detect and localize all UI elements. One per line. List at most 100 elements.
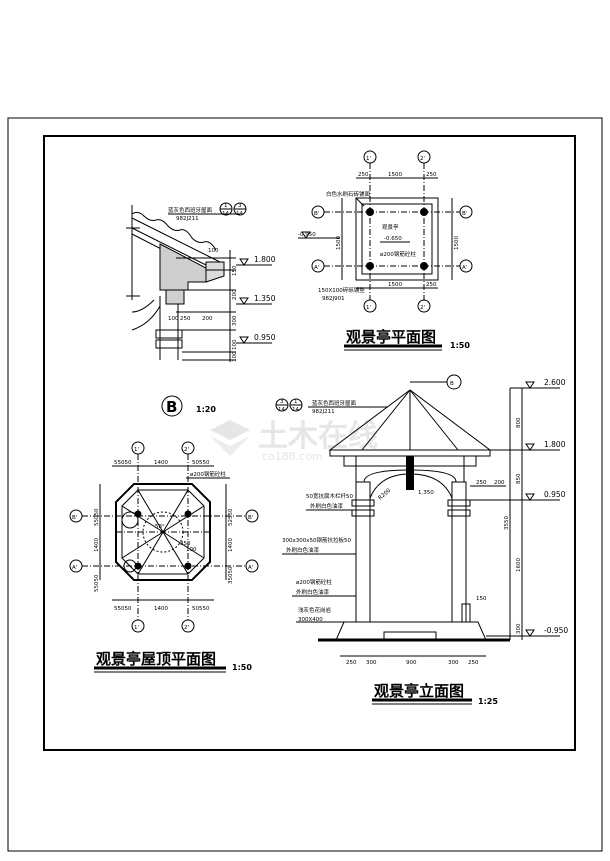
column-dot — [366, 262, 374, 270]
svg-text:3: 3 — [238, 203, 242, 209]
svg-text:50宽抗腐木栏杆50: 50宽抗腐木栏杆50 — [306, 492, 353, 500]
svg-text:1: 1 — [294, 399, 298, 405]
elevation-title: 观景亭立面图 — [374, 682, 464, 700]
svg-text:14: 14 — [292, 407, 299, 413]
svg-text:2': 2' — [420, 156, 425, 162]
svg-text:200: 200 — [202, 316, 213, 322]
svg-text:1.800: 1.800 — [254, 255, 276, 264]
axis-marker — [417, 299, 431, 313]
axis-marker — [245, 509, 259, 523]
roof-plan-title: 观景亭屋顶平面图 — [96, 650, 216, 668]
svg-text:1': 1' — [134, 447, 139, 453]
svg-text:1400: 1400 — [154, 606, 168, 612]
svg-text:55050: 55050 — [114, 606, 132, 612]
section-level-3: 0.950 — [236, 333, 276, 344]
svg-text:100: 100 — [168, 316, 179, 322]
svg-text:50550: 50550 — [192, 460, 210, 466]
svg-text:55050: 55050 — [114, 460, 132, 466]
svg-text:1500: 1500 — [454, 236, 460, 250]
svg-text:200: 200 — [232, 289, 238, 300]
svg-text:250: 250 — [468, 660, 479, 666]
axis-marker — [363, 299, 377, 313]
watermark-sub: co188.com — [262, 450, 323, 463]
svg-text:0.950: 0.950 — [544, 490, 566, 499]
svg-text:B': B' — [72, 515, 77, 521]
section-label-circle — [161, 395, 183, 417]
section-scale: 1:20 — [196, 405, 216, 414]
axis-marker — [245, 559, 259, 573]
axis-marker — [181, 619, 195, 633]
svg-text:350: 350 — [180, 541, 191, 547]
svg-text:50550: 50550 — [192, 606, 210, 612]
svg-text:982J211: 982J211 — [312, 409, 335, 415]
svg-text:A': A' — [248, 565, 253, 571]
svg-text:300: 300 — [366, 660, 377, 666]
svg-text:外刷白色油漆: 外刷白色油漆 — [310, 502, 344, 510]
svg-text:观景亭: 观景亭 — [382, 223, 399, 231]
svg-text:100: 100 — [208, 248, 219, 254]
svg-text:100: 100 — [232, 339, 238, 350]
pavilion-elevation: B 2.600 1.800 0.950 — [275, 374, 568, 706]
svg-text:800: 800 — [516, 417, 522, 428]
svg-text:A': A' — [314, 265, 319, 271]
svg-text:52550: 52550 — [228, 508, 234, 526]
svg-text:200: 200 — [494, 480, 505, 486]
svg-text:B': B' — [462, 211, 467, 217]
section-detail: 1.800 1.350 0.950 100 150 200 250 200 10… — [126, 202, 276, 417]
svg-text:14: 14 — [236, 211, 243, 217]
section-note: 蓝灰色西班牙屋面 — [168, 206, 213, 214]
svg-text:2.600: 2.600 — [544, 378, 566, 387]
svg-text:14: 14 — [222, 211, 229, 217]
svg-text:R200: R200 — [377, 487, 392, 501]
svg-text:-0.650: -0.650 — [384, 236, 402, 242]
svg-text:B': B' — [314, 211, 319, 217]
svg-text:1500: 1500 — [388, 172, 402, 178]
section-label: B — [166, 398, 177, 416]
svg-text:300: 300 — [448, 660, 459, 666]
svg-text:1400: 1400 — [228, 538, 234, 552]
svg-text:1.800: 1.800 — [544, 440, 566, 449]
svg-text:1500: 1500 — [388, 282, 402, 288]
roof-octagon — [115, 483, 211, 581]
elevation-column-right — [451, 481, 467, 623]
svg-text:1': 1' — [366, 156, 371, 162]
svg-text:外刷白色油漆: 外刷白色油漆 — [286, 546, 320, 554]
svg-text:B': B' — [248, 515, 253, 521]
svg-text:外刷白色油漆: 外刷白色油漆 — [296, 588, 330, 596]
svg-text:ø200钢筋砼柱: ø200钢筋砼柱 — [380, 250, 416, 258]
column-dot — [366, 208, 374, 216]
svg-text:150X100碎砾铺垫: 150X100碎砾铺垫 — [318, 286, 365, 294]
svg-text:35050: 35050 — [228, 566, 234, 584]
svg-text:-0.950: -0.950 — [544, 626, 568, 635]
svg-text:250: 250 — [346, 660, 357, 666]
svg-text:2': 2' — [184, 625, 189, 631]
svg-text:2': 2' — [420, 305, 425, 311]
plan-outline — [355, 197, 439, 281]
svg-text:1.350: 1.350 — [418, 490, 434, 496]
svg-text:900: 900 — [406, 660, 417, 666]
svg-text:A': A' — [462, 265, 467, 271]
svg-text:250: 250 — [358, 172, 369, 178]
svg-text:250: 250 — [180, 316, 191, 322]
svg-text:3: 3 — [280, 399, 284, 405]
svg-text:250: 250 — [426, 172, 437, 178]
section-note-2: 982J211 — [176, 216, 199, 222]
watermark: 土木在线 co188.com — [210, 419, 378, 463]
section-level-1: 1.800 — [236, 255, 276, 266]
svg-text:1400: 1400 — [154, 460, 168, 466]
svg-text:55050: 55050 — [94, 574, 100, 592]
svg-text:300X400: 300X400 — [298, 617, 323, 623]
elevation-column-left — [355, 481, 371, 623]
svg-text:250: 250 — [476, 480, 487, 486]
inner-frame — [43, 135, 576, 751]
axis-marker — [131, 619, 145, 633]
roof-plan-scale: 1:50 — [232, 663, 252, 672]
svg-text:14: 14 — [278, 407, 285, 413]
svg-text:100: 100 — [232, 351, 238, 362]
svg-text:蓝灰色西班牙屋面: 蓝灰色西班牙屋面 — [312, 399, 357, 407]
svg-text:B: B — [450, 381, 454, 387]
column-dot — [420, 208, 428, 216]
svg-text:100: 100 — [186, 547, 197, 553]
svg-text:1': 1' — [366, 305, 371, 311]
